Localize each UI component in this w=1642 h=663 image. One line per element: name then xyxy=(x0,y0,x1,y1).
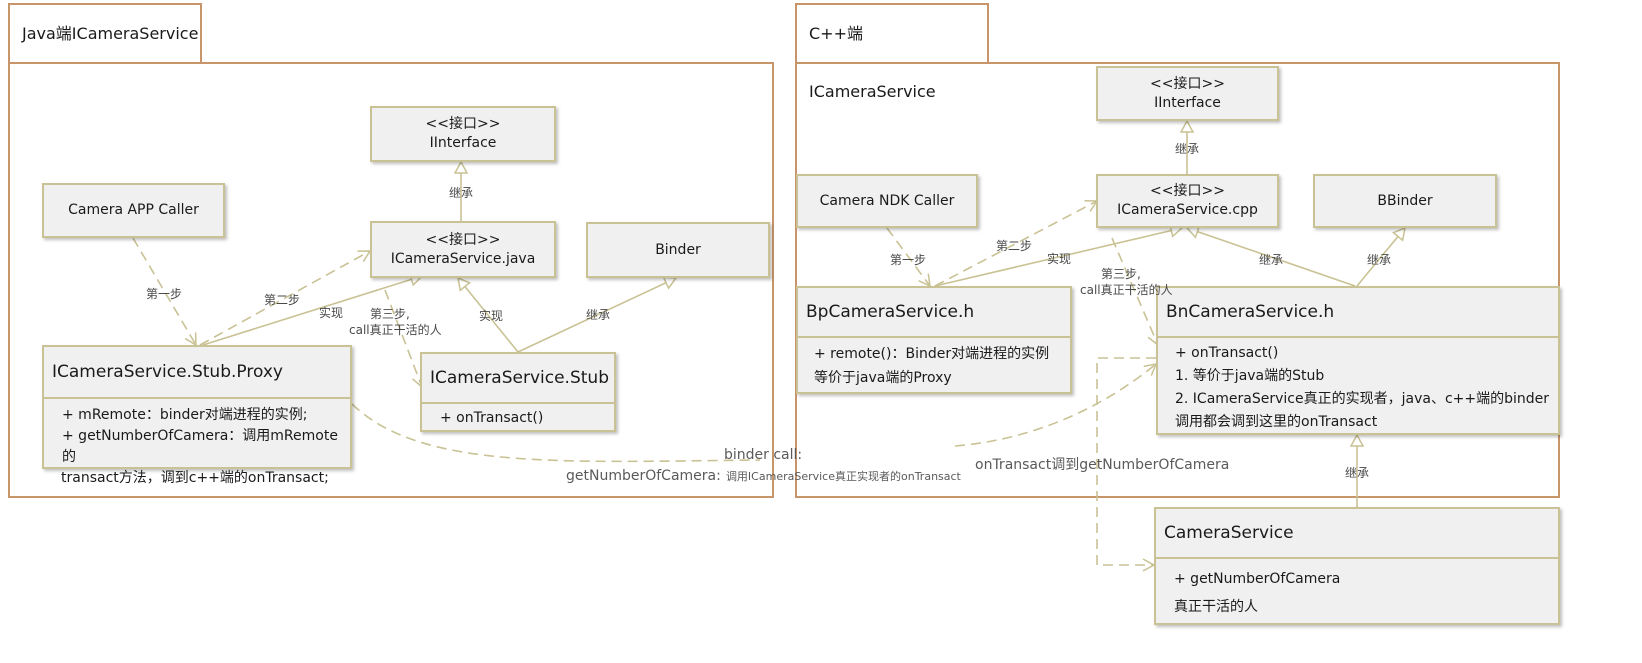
bp-class-box: BpCameraService.h + remote()：Binder对端进程的… xyxy=(796,286,1072,394)
bn-member-line-4: 调用都会调到这里的onTransact xyxy=(1175,414,1378,430)
java-iinterface-name: IInterface xyxy=(429,135,497,151)
proxy-class-box: ICameraService.Stub.Proxy + mRemote：bind… xyxy=(42,345,352,486)
cpp-label-inherit-bbinder: 继承 xyxy=(1367,253,1392,267)
edge-java-inherit-binder xyxy=(517,278,676,353)
cpp-panel-title: C++端ICameraService xyxy=(795,3,989,101)
stub-class-box: ICameraService.Stub + onTransact() xyxy=(420,352,616,432)
bbinder-label: BBinder xyxy=(1377,192,1433,209)
camera-service-label-inherit: 继承 xyxy=(1345,466,1370,480)
cpp-icameraservice-stereotype: <<接口>> xyxy=(1150,183,1225,199)
java-icameraservice-stereotype: <<接口>> xyxy=(425,231,501,248)
camera-app-caller-label: Camera APP Caller xyxy=(68,202,199,218)
edge-java-step1 xyxy=(132,237,197,347)
proxy-class-members: + mRemote：binder对端进程的实例; + getNumberOfCa… xyxy=(44,399,350,486)
camera-service-member-line-1: + getNumberOfCamera xyxy=(1174,571,1341,587)
cpp-icameraservice-name: ICameraService.cpp xyxy=(1117,202,1258,218)
cpp-label-step1: 第一步 xyxy=(890,253,927,267)
cpp-iinterface-name: IInterface xyxy=(1154,94,1221,111)
bn-class-members: + onTransact() 1. 等价于java端的Stub 2. ICame… xyxy=(1158,338,1558,433)
java-label-inherit-binder: 继承 xyxy=(586,308,611,322)
java-label-inherit-iinterface: 继承 xyxy=(449,186,474,200)
java-icameraservice-box: <<接口>> ICameraService.java xyxy=(370,221,556,278)
edge-java-implement-proxy xyxy=(202,276,422,346)
java-iinterface-box: <<接口>> IInterface xyxy=(370,106,556,162)
binder-call-label-line2: getNumberOfCamera: 调用ICameraService真正实现者… xyxy=(566,465,961,484)
proxy-class-name: ICameraService.Stub.Proxy xyxy=(44,347,350,399)
cpp-iinterface-stereotype: <<接口>> xyxy=(1150,75,1225,92)
java-icameraservice-name: ICameraService.java xyxy=(390,250,536,267)
cpp-icameraservice-box: <<接口>> ICameraService.cpp xyxy=(1096,174,1279,228)
proxy-member-line-3: transact方法，调到c++端的onTransact; xyxy=(61,470,329,486)
edge-cpp-step1 xyxy=(886,227,931,288)
bn-class-box: BnCameraService.h + onTransact() 1. 等价于j… xyxy=(1156,286,1560,435)
bn-member-line-2: 1. 等价于java端的Stub xyxy=(1175,368,1325,384)
binder-call-label-line1: binder call: xyxy=(724,447,803,463)
java-label-implement-stub: 实现 xyxy=(479,309,504,323)
cpp-label-implement-bp: 实现 xyxy=(1047,252,1072,266)
cpp-label-inherit-bn-iface: 继承 xyxy=(1259,253,1284,267)
bn-member-line-3: 2. ICameraService真正的实现者，java、c++端的binder xyxy=(1175,391,1550,407)
stub-class-members: + onTransact() xyxy=(422,404,614,430)
camera-service-class-members: + getNumberOfCamera 真正干活的人 xyxy=(1156,559,1558,623)
binder-call-detail: 调用ICameraService真正实现者的onTransact xyxy=(725,470,961,483)
java-label-step2: 第二步 xyxy=(264,293,301,307)
cpp-iinterface-box: <<接口>> IInterface xyxy=(1096,66,1279,121)
ontransact-label: onTransact调到getNumberOfCamera xyxy=(975,457,1230,473)
edge-binder-call-to-bn xyxy=(954,363,1158,447)
edge-cpp-step2 xyxy=(934,200,1099,287)
java-iinterface-stereotype: <<接口>> xyxy=(425,116,501,132)
edge-binder-call xyxy=(351,403,761,463)
edge-cpp-step3 xyxy=(1111,237,1160,347)
bbinder-box: BBinder xyxy=(1313,174,1497,228)
edge-cpp-inherit-bbinder xyxy=(1356,228,1405,287)
bn-member-line-1: + onTransact() xyxy=(1175,345,1279,361)
bp-class-members: + remote()：Binder对端进程的实例 等价于java端的Proxy xyxy=(798,338,1070,392)
cpp-label-step2: 第二步 xyxy=(996,239,1033,253)
edge-cpp-implement-bp xyxy=(934,228,1182,287)
java-label-step3-line2: call真正干活的人 xyxy=(349,323,442,337)
camera-app-caller-box: Camera APP Caller xyxy=(42,183,225,238)
java-panel-title: Java端ICameraService xyxy=(8,3,202,64)
java-label-step1: 第一步 xyxy=(146,287,183,301)
bp-member-line-2: 等价于java端的Proxy xyxy=(814,370,952,386)
cpp-label-step3-line1: 第三步, xyxy=(1101,267,1141,281)
stub-member-line-1: + onTransact() xyxy=(440,410,544,426)
camera-ndk-caller-box: Camera NDK Caller xyxy=(796,174,978,228)
proxy-member-line-1: + mRemote：binder对端进程的实例; xyxy=(62,407,308,423)
binder-call-method: getNumberOfCamera: xyxy=(566,468,721,484)
binder-label: Binder xyxy=(655,241,701,258)
camera-ndk-caller-label: Camera NDK Caller xyxy=(819,192,955,209)
camera-service-class-box: CameraService + getNumberOfCamera 真正干活的人 xyxy=(1154,507,1560,625)
binder-box: Binder xyxy=(586,222,770,278)
cpp-label-step3-line2: call真正干活的人 xyxy=(1080,283,1173,297)
java-label-implement-proxy: 实现 xyxy=(319,306,344,320)
bp-class-name: BpCameraService.h xyxy=(798,288,1070,338)
java-label-step3-line1: 第三步, xyxy=(370,307,410,321)
proxy-member-line-2: + getNumberOfCamera：调用mRemote的 xyxy=(62,428,338,465)
stub-class-name: ICameraService.Stub xyxy=(422,354,614,404)
edge-java-implement-stub xyxy=(458,278,519,353)
bp-member-line-1: + remote()：Binder对端进程的实例 xyxy=(814,346,1050,362)
bn-class-name: BnCameraService.h xyxy=(1158,288,1558,338)
edge-cpp-inherit-bn-iface xyxy=(1187,228,1356,287)
edge-ontransact-to-camera-service xyxy=(1096,357,1156,572)
cpp-label-inherit-iinterface: 继承 xyxy=(1175,142,1200,156)
camera-service-class-name: CameraService xyxy=(1156,509,1558,559)
edge-java-step3 xyxy=(384,289,425,389)
edge-java-step2 xyxy=(199,250,372,346)
camera-service-member-line-2: 真正干活的人 xyxy=(1174,599,1258,615)
